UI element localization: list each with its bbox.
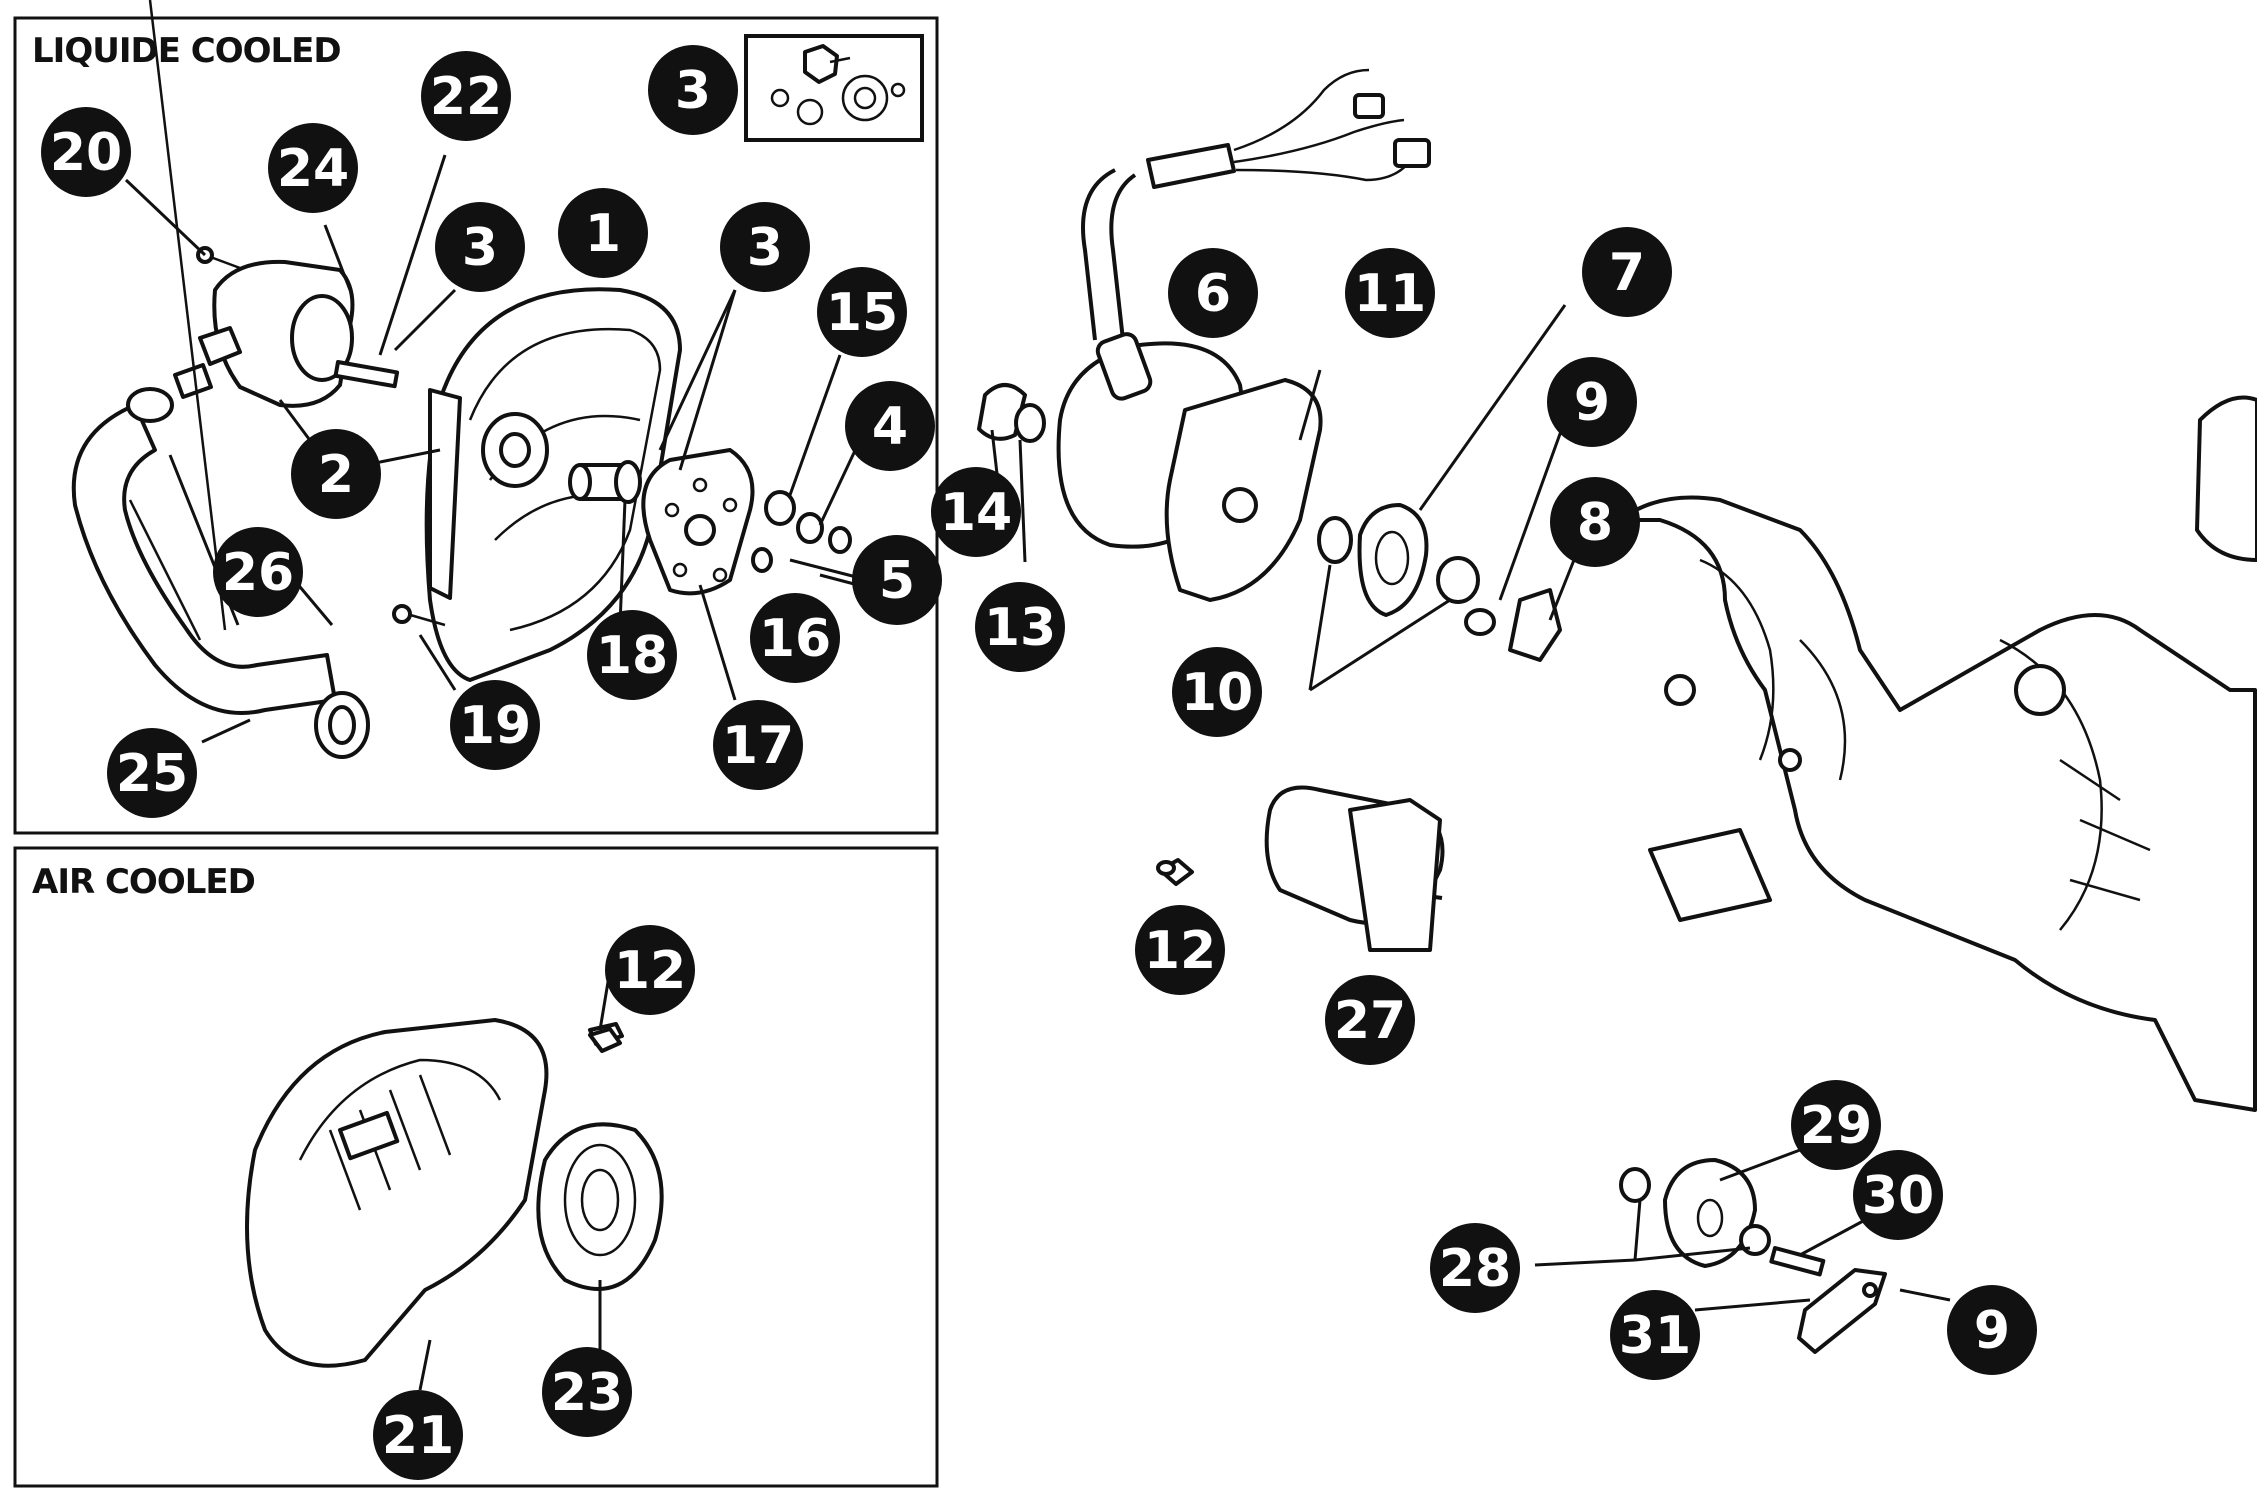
callout-27: 27	[1325, 975, 1415, 1065]
callout-28: 28	[1430, 1223, 1520, 1313]
callout-11: 11	[1345, 248, 1435, 338]
callout-6: 6	[1168, 248, 1258, 338]
callout-19: 19	[450, 680, 540, 770]
svg-text:25: 25	[116, 744, 188, 804]
callout-21: 21	[373, 1390, 463, 1480]
fan-cover-icon	[392, 287, 682, 682]
svg-text:11: 11	[1354, 264, 1426, 324]
svg-text:18: 18	[596, 626, 668, 686]
wiring-harness-icon	[1081, 68, 1431, 341]
water-pump-icon	[173, 246, 400, 408]
svg-text:7: 7	[1609, 243, 1645, 303]
callout-2: 2	[291, 429, 381, 519]
svg-text:4: 4	[872, 397, 908, 457]
svg-text:27: 27	[1334, 991, 1406, 1051]
callout-9: 9	[1947, 1285, 2037, 1375]
svg-text:19: 19	[459, 696, 531, 756]
callout-15: 15	[817, 267, 907, 357]
starter-motor-icon	[1264, 785, 1445, 952]
svg-text:21: 21	[382, 1406, 454, 1466]
callout-3: 3	[435, 202, 525, 292]
flywheel-icon	[1317, 503, 1562, 662]
svg-text:14: 14	[940, 483, 1012, 543]
callout-20: 20	[41, 107, 131, 197]
air-cooled-panel	[13, 846, 939, 1488]
svg-text:28: 28	[1439, 1239, 1511, 1299]
svg-text:9: 9	[1974, 1301, 2010, 1361]
callout-5: 5	[852, 535, 942, 625]
callout-7: 7	[1582, 227, 1672, 317]
callout-12: 12	[1135, 905, 1225, 995]
svg-text:29: 29	[1800, 1096, 1872, 1156]
svg-text:1: 1	[585, 204, 621, 264]
svg-text:8: 8	[1577, 493, 1613, 553]
callout-17: 17	[713, 700, 803, 790]
svg-text:13: 13	[984, 598, 1056, 658]
svg-text:3: 3	[462, 218, 498, 278]
callout-4: 4	[845, 381, 935, 471]
svg-text:12: 12	[1144, 921, 1216, 981]
air-shroud-icon	[245, 1018, 664, 1368]
svg-text:3: 3	[675, 61, 711, 121]
callout-1: 1	[558, 188, 648, 278]
svg-text:6: 6	[1195, 264, 1231, 324]
svg-text:24: 24	[277, 139, 349, 199]
callout-3: 3	[720, 202, 810, 292]
callout-9: 9	[1547, 357, 1637, 447]
svg-text:17: 17	[722, 716, 794, 776]
svg-text:23: 23	[551, 1363, 623, 1423]
bolt-icon	[588, 858, 1194, 1053]
svg-text:2: 2	[318, 445, 354, 505]
svg-text:15: 15	[826, 283, 898, 343]
callout-13: 13	[975, 582, 1065, 672]
svg-text:22: 22	[430, 67, 502, 127]
seal-kit-icon	[744, 34, 924, 142]
callout-12: 12	[605, 925, 695, 1015]
callout-31: 31	[1610, 1290, 1700, 1380]
svg-text:3: 3	[747, 218, 783, 278]
svg-text:20: 20	[50, 123, 122, 183]
svg-text:16: 16	[759, 609, 831, 669]
callout-30: 30	[1853, 1150, 1943, 1240]
callout-14: 14	[931, 467, 1021, 557]
callout-26: 26	[213, 527, 303, 617]
callout-3: 3	[648, 45, 738, 135]
svg-text:26: 26	[222, 543, 294, 603]
callout-25: 25	[107, 728, 197, 818]
gear-icon	[1619, 1158, 1887, 1354]
liquid-cooled-title: LIQUIDE COOLED	[32, 31, 341, 71]
callout-24: 24	[268, 123, 358, 213]
stator-icon	[977, 332, 1323, 602]
svg-text:31: 31	[1619, 1306, 1691, 1366]
impeller-fan-icon	[568, 448, 852, 596]
liquid-cooled-panel	[13, 16, 939, 835]
callout-16: 16	[750, 593, 840, 683]
svg-text:5: 5	[879, 551, 915, 611]
callout-29: 29	[1791, 1080, 1881, 1170]
svg-text:12: 12	[614, 941, 686, 1001]
callout-10: 10	[1172, 647, 1262, 737]
callout-18: 18	[587, 610, 677, 700]
crankcase-icon	[1618, 395, 2257, 1112]
svg-text:9: 9	[1574, 373, 1610, 433]
svg-text:30: 30	[1862, 1166, 1934, 1226]
air-cooled-title: AIR COOLED	[32, 862, 255, 902]
hose-icon	[71, 0, 370, 759]
callout-22: 22	[421, 51, 511, 141]
svg-text:10: 10	[1181, 663, 1253, 723]
callout-8: 8	[1550, 477, 1640, 567]
callout-23: 23	[542, 1347, 632, 1437]
